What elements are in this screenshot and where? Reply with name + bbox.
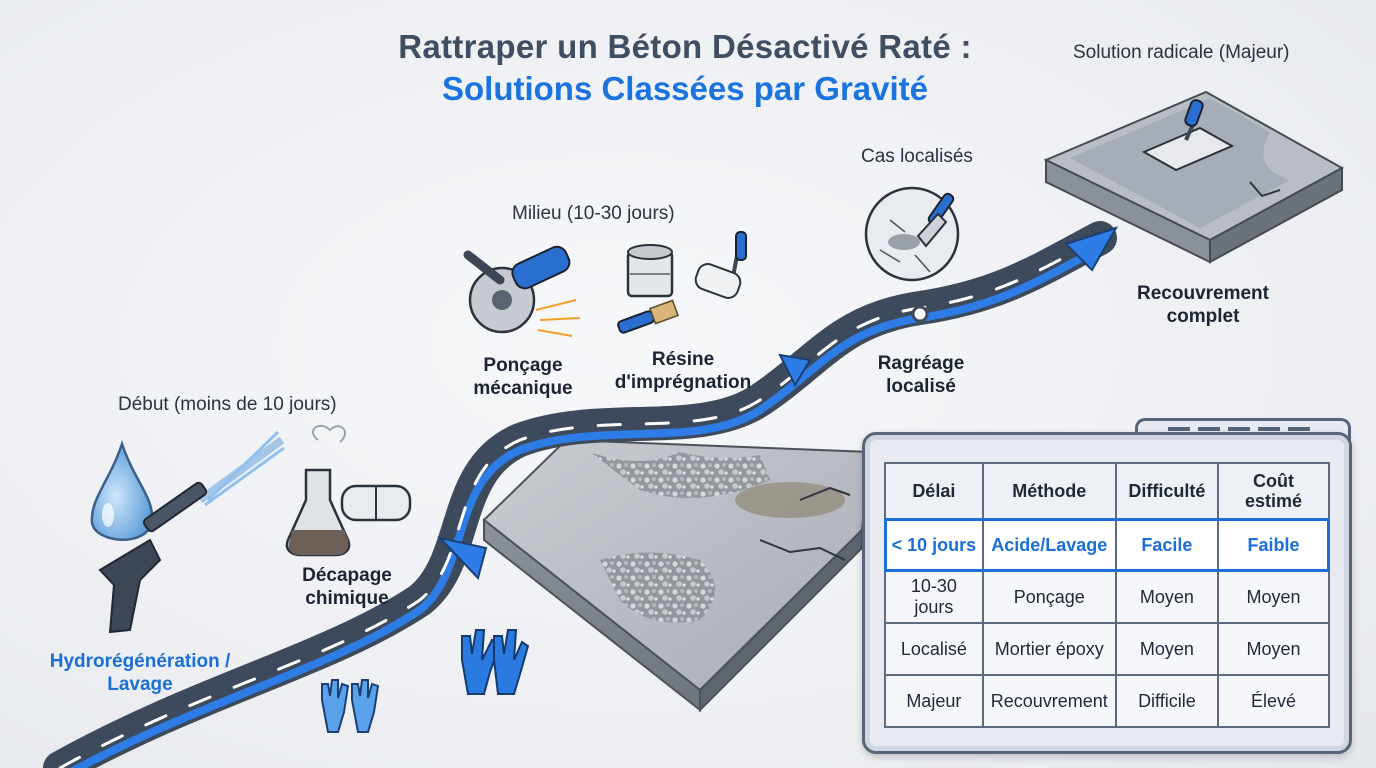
stage-label-radicale: Solution radicale (Majeur) bbox=[1073, 42, 1290, 63]
water-drop-icon bbox=[90, 440, 154, 541]
method-label-recouvrement: Recouvrement complet bbox=[1137, 283, 1269, 327]
table-cell: Majeur bbox=[884, 674, 984, 728]
table-cell: Facile bbox=[1114, 518, 1219, 572]
damaged-slab-illustration bbox=[482, 438, 872, 713]
paint-roller-icon bbox=[694, 231, 747, 299]
table-cell: Élevé bbox=[1216, 674, 1331, 728]
progression-road bbox=[43, 221, 1119, 768]
flask-icon bbox=[285, 424, 351, 557]
method-label-ragreage: Ragréage localisé bbox=[877, 353, 965, 397]
column-header-methode: Méthode bbox=[981, 462, 1117, 520]
table-row: Localisé Mortier époxy Moyen Moyen bbox=[884, 622, 1331, 676]
table-cell: Difficile bbox=[1114, 674, 1219, 728]
table-cell: 10-30 jours bbox=[884, 570, 984, 624]
method-label-decapage: Décapage chimique bbox=[302, 565, 392, 609]
comparison-table: Délai Méthode Difficulté Coût estimé < 1… bbox=[884, 462, 1331, 728]
table-cell: Faible bbox=[1216, 518, 1331, 572]
table-row: < 10 jours Acide/Lavage Facile Faible bbox=[884, 518, 1331, 572]
spatula-icon bbox=[864, 186, 960, 282]
table-cell: Recouvrement bbox=[981, 674, 1117, 728]
column-header-delai: Délai bbox=[884, 462, 984, 520]
table-row: 10-30 jours Ponçage Moyen Moyen bbox=[884, 570, 1331, 624]
pressure-washer-icon bbox=[98, 430, 285, 634]
stage-label-milieu: Milieu (10-30 jours) bbox=[512, 203, 675, 224]
stage-label-localises: Cas localisés bbox=[861, 146, 973, 167]
table-row: Majeur Recouvrement Difficile Élevé bbox=[884, 674, 1331, 728]
table-header-row: Délai Méthode Difficulté Coût estimé bbox=[884, 462, 1331, 520]
paint-can-icon bbox=[626, 244, 674, 298]
angle-grinder-icon bbox=[463, 245, 581, 337]
brush-icon bbox=[617, 299, 679, 334]
table-cell: < 10 jours bbox=[884, 518, 984, 572]
method-label-resine: Résine d'imprégnation bbox=[614, 349, 752, 393]
table-cell: Mortier époxy bbox=[981, 622, 1117, 676]
table-cell: Ponçage bbox=[981, 570, 1117, 624]
table-cell: Moyen bbox=[1216, 570, 1331, 624]
table-cell: Acide/Lavage bbox=[981, 518, 1117, 572]
goggles-icon bbox=[340, 484, 412, 522]
title-block: Rattraper un Béton Désactivé Raté : Solu… bbox=[300, 28, 1070, 108]
page-subtitle: Solutions Classées par Gravité bbox=[441, 70, 929, 107]
table-cell: Moyen bbox=[1216, 622, 1331, 676]
method-label-poncage: Ponçage mécanique bbox=[473, 355, 573, 399]
stage-label-debut: Début (moins de 10 jours) bbox=[118, 394, 337, 415]
trowel-icon bbox=[1141, 99, 1235, 172]
gloves-icon bbox=[321, 629, 530, 733]
table-cell: Moyen bbox=[1114, 570, 1219, 624]
method-label-hydro: Hydrorégénération / Lavage bbox=[49, 651, 231, 695]
table-cell: Localisé bbox=[884, 622, 984, 676]
table-cell: Moyen bbox=[1114, 622, 1219, 676]
column-header-cout: Coût estimé bbox=[1216, 462, 1331, 520]
column-header-difficulte: Difficulté bbox=[1114, 462, 1219, 520]
page-title: Rattraper un Béton Désactivé Raté : bbox=[398, 28, 972, 65]
